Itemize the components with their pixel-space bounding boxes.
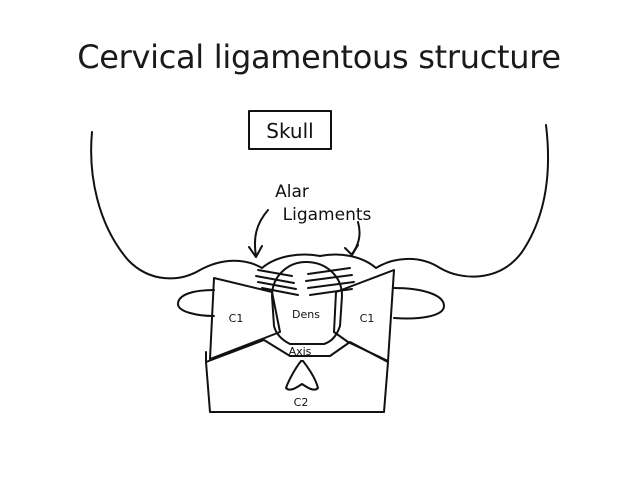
c1-right-outline [333,269,395,362]
axis-label: Axis [289,345,312,358]
skull-outline [90,124,550,280]
slide-title: Cervical ligamentous structure [77,38,561,76]
spinal-canal-shape [285,360,319,391]
alar-label-line2: Ligaments [283,205,372,225]
c1-right-label: C1 [360,312,375,325]
skull-label-box [248,110,332,150]
arrow-left-head [248,245,263,258]
alar-ligament-right [305,267,355,296]
arrow-right-head [344,244,359,256]
alar-label-line1: Alar [275,182,309,202]
c1-left-tab [177,289,215,317]
arrow-left [253,209,269,257]
c2-label: C2 [294,396,309,409]
c1-right-tab [393,287,445,320]
skull-label: Skull [266,119,313,143]
alar-ligament-left [255,269,299,296]
dens-outline [271,261,343,345]
c1-left-outline [209,277,281,360]
axis-body-outline [205,339,389,413]
c1-left-label: C1 [229,312,244,325]
dens-label: Dens [292,308,320,321]
